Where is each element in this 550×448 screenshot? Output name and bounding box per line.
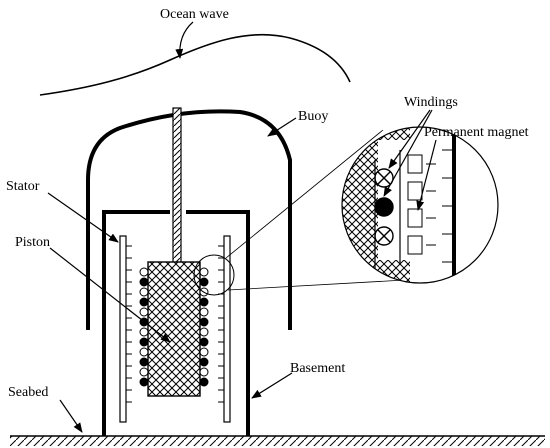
stator-right — [223, 235, 231, 423]
connecting-rod — [172, 107, 182, 264]
basement-body — [102, 210, 250, 436]
permanent-magnet-arrow — [416, 139, 437, 211]
windings-arrow-2 — [383, 109, 433, 197]
seabed-arrow — [59, 399, 83, 433]
label-ocean-wave: Ocean wave — [160, 7, 229, 22]
detail-leader-top — [225, 129, 384, 259]
buoy-arrow — [267, 117, 297, 137]
stator-left — [119, 235, 127, 423]
zoom-detail — [342, 127, 456, 283]
stator-arrow — [47, 192, 119, 243]
detail-leader-bottom — [227, 279, 406, 291]
ocean-wave-curve — [39, 33, 351, 96]
label-permanent-magnet: Permanent magnet — [424, 125, 529, 140]
label-piston: Piston — [15, 235, 50, 250]
label-windings: Windings — [404, 95, 458, 110]
label-stator: Stator — [6, 179, 40, 194]
basement-arrow — [251, 372, 293, 399]
stator-ticks — [126, 245, 224, 403]
zoom-detail-border — [341, 126, 499, 284]
ocean-wave-arrow — [175, 21, 194, 59]
label-seabed: Seabed — [8, 385, 48, 400]
windings-arrow-1 — [388, 109, 431, 169]
label-buoy: Buoy — [298, 109, 328, 124]
piston-arrow — [49, 247, 171, 343]
label-basement: Basement — [290, 361, 345, 376]
piston-windings — [139, 267, 209, 387]
seabed-hatch — [10, 436, 545, 446]
detail-callout-circle — [193, 254, 235, 296]
piston-body — [147, 261, 201, 397]
